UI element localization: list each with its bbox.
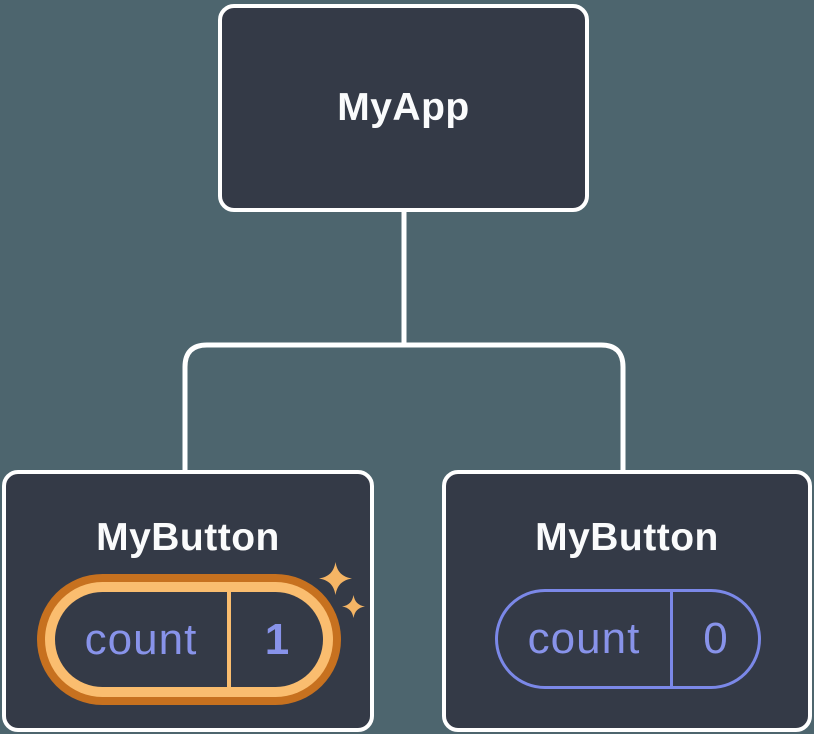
- state-value: 1: [264, 614, 290, 664]
- state-value-cell: 1: [231, 592, 323, 687]
- sparkle-icon: [342, 595, 365, 618]
- state-pill-highlight-ring: count 1: [45, 582, 333, 697]
- state-pill-body: count 1: [55, 592, 323, 687]
- state-value-cell: 0: [673, 592, 758, 686]
- component-label: MyApp: [337, 86, 470, 129]
- state-pill-highlighted: count 1: [37, 574, 341, 705]
- component-node-root: MyApp: [218, 4, 589, 212]
- component-label: MyButton: [535, 516, 719, 559]
- state-name-label: count: [527, 614, 641, 663]
- sparkle-icon: [319, 562, 352, 595]
- state-name-cell: count: [55, 592, 231, 687]
- component-label: MyButton: [96, 516, 280, 559]
- state-value: 0: [703, 614, 728, 663]
- state-name-cell: count: [498, 592, 673, 686]
- state-pill-plain: count 0: [495, 589, 761, 689]
- state-name-label: count: [84, 614, 198, 664]
